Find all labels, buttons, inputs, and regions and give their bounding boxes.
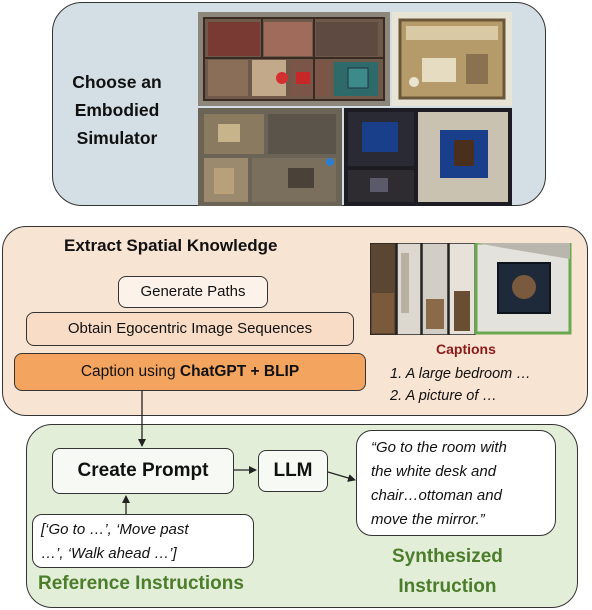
llm-to-output-arrow: [327, 471, 356, 482]
simulator-title-line-3: Simulator: [76, 128, 158, 148]
caption-item-2: 2. A picture of …: [390, 388, 497, 404]
floorplan-image-3: [198, 108, 342, 206]
reference-text-box: [‘Go to …’, ‘Move past …’, ‘Walk ahead ……: [32, 514, 254, 568]
synthesized-label: Synthesized Instruction: [392, 542, 503, 602]
synthesized-label-line-2: Instruction: [398, 576, 497, 597]
extract-title: Extract Spatial Knowledge: [64, 236, 278, 255]
synthesized-line-4: move the mirror.”: [371, 511, 485, 528]
floorplan-image-1: [198, 12, 390, 106]
simulator-title-line-2: Embodied: [74, 100, 160, 120]
generate-paths-box: Generate Paths: [118, 276, 268, 308]
llm-label: LLM: [273, 460, 313, 481]
egocentric-sequences-box: Obtain Egocentric Image Sequences: [26, 312, 354, 346]
floorplan-image-2: [392, 12, 512, 106]
reference-label: Reference Instructions: [38, 573, 244, 594]
caption-box: Caption using ChatGPT + BLIP: [14, 353, 366, 391]
floorplan-image-4: [344, 108, 512, 206]
generate-paths-label: Generate Paths: [140, 283, 246, 300]
synthesized-label-line-1: Synthesized: [392, 546, 503, 567]
caption-prefix: Caption using: [80, 363, 180, 380]
synthesized-line-2: the white desk and: [371, 463, 497, 480]
simulator-title: Choose an Embodied Simulator: [52, 68, 182, 152]
create-prompt-box: Create Prompt: [52, 448, 234, 494]
synthesized-text-box: “Go to the room with the white desk and …: [356, 430, 556, 536]
caption-model-names: ChatGPT + BLIP: [179, 363, 300, 380]
synthesized-line-1: “Go to the room with: [371, 439, 507, 456]
captions-title: Captions: [436, 341, 496, 357]
create-prompt-label: Create Prompt: [77, 460, 209, 481]
simulator-title-line-1: Choose an: [72, 72, 162, 92]
egocentric-frames: [370, 243, 572, 335]
llm-box: LLM: [258, 450, 328, 492]
caption-item-1: 1. A large bedroom …: [390, 366, 531, 382]
synthesized-line-3: chair…ottoman and: [371, 487, 502, 504]
reference-line-2: …’, ‘Walk ahead …’]: [41, 545, 177, 562]
egocentric-sequences-label: Obtain Egocentric Image Sequences: [67, 320, 313, 337]
reference-line-1: [‘Go to …’, ‘Move past: [41, 521, 189, 538]
